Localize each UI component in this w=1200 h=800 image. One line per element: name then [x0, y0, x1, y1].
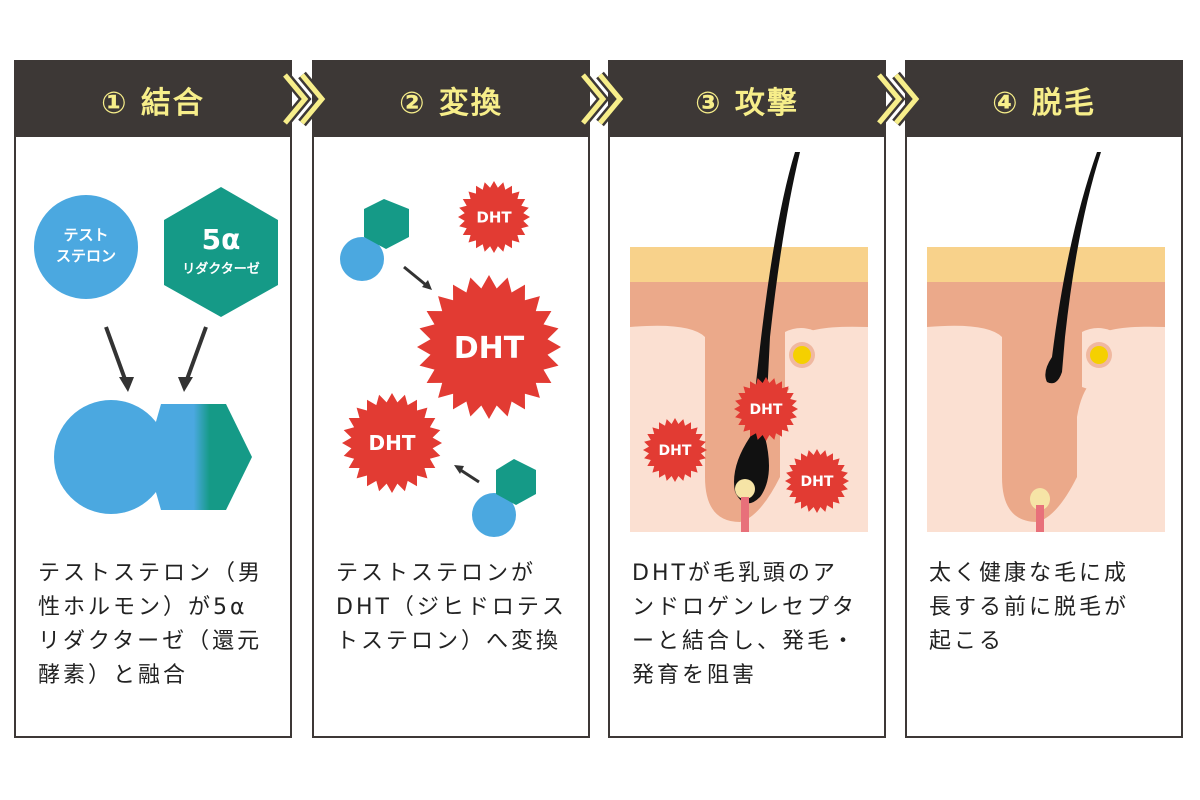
- binding-illustration: テスト ステロン 5α リダクターゼ: [34, 187, 278, 514]
- step-panel-attack: ③ 攻撃 DHT DHT DHT DHTが毛乳頭のアンドロゲンレセプターと結合し…: [608, 60, 886, 738]
- chevron-right-icon: [579, 71, 627, 127]
- dht-label: DHT: [801, 474, 834, 490]
- step-title: ④ 脱毛: [907, 62, 1181, 137]
- merged-molecule: [54, 400, 168, 514]
- step-title: ① 結合: [16, 62, 290, 137]
- dht-starburst: DHT: [458, 181, 530, 253]
- step-panel-bind: ① 結合 テスト ステロン 5α リダクターゼ テストステロン（男性ホルモン）が…: [14, 60, 292, 738]
- step-description: DHTが毛乳頭のアンドロゲンレセプターと結合し、発毛・発育を阻害: [632, 561, 858, 688]
- hair-follicle-attack-illustration: DHT DHT DHT: [630, 152, 868, 532]
- svg-text:5α: 5α: [202, 223, 241, 256]
- chevron-right-icon: [875, 71, 923, 127]
- hair-loss-illustration: [927, 152, 1165, 532]
- dht-starburst: DHT: [643, 418, 707, 482]
- dht-starburst: DHT: [785, 449, 849, 513]
- step-panel-hair-loss: ④ 脱毛 太く健康な毛に成長する前に脱毛が起こる: [905, 60, 1183, 738]
- svg-text:ステロン: ステロン: [56, 247, 116, 265]
- reductase-hexagon: [164, 187, 278, 317]
- step-description: 太く健康な毛に成長する前に脱毛が起こる: [929, 561, 1130, 654]
- arrow-icon: [104, 326, 128, 383]
- svg-text:リダクターゼ: リダクターゼ: [182, 261, 259, 277]
- step-title: ② 変換: [314, 62, 588, 137]
- dht-label: DHT: [454, 331, 525, 366]
- svg-text:テスト: テスト: [63, 226, 108, 244]
- chevron-right-icon: [281, 71, 329, 127]
- dht-label: DHT: [659, 443, 692, 459]
- dht-starburst: DHT: [417, 275, 561, 419]
- dht-starburst: DHT: [734, 377, 798, 441]
- dht-label: DHT: [369, 431, 416, 455]
- testosterone-circle: [34, 195, 138, 299]
- conversion-illustration: DHT DHT DHT: [340, 181, 561, 537]
- dht-label: DHT: [750, 402, 783, 418]
- step-title: ③ 攻撃: [610, 62, 884, 137]
- arrow-icon: [184, 326, 208, 383]
- dht-starburst: DHT: [342, 393, 442, 493]
- dht-label: DHT: [476, 208, 512, 226]
